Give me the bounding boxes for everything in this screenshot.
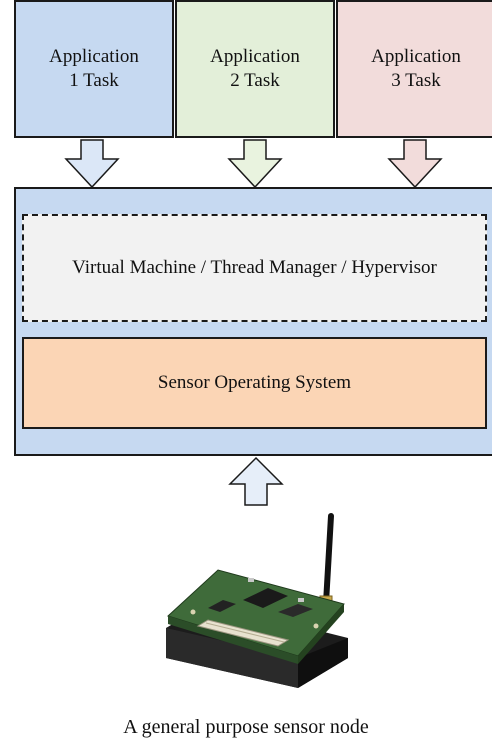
application-2-task-label: 2 Task [230,70,280,91]
application-3-task-box: Application 3 Task [336,0,492,138]
sensor-node-board-icon [166,513,348,688]
down-arrow-icon-app3 [387,139,443,189]
application-2-task-box: Application 2 Task [175,0,335,138]
down-arrow-icon-app2 [227,139,283,189]
sensor-operating-system-label: Sensor Operating System [157,372,352,393]
sensor-node-caption: A general purpose sensor node [123,716,369,738]
application-1-task-label: 1 Task [69,70,119,91]
virtual-machine-label: Virtual Machine / Thread Manager / Hyper… [72,257,437,278]
up-arrow-icon [228,456,284,506]
application-1-label: Application [49,46,139,67]
application-3-task-label: 3 Task [391,70,441,91]
application-2-label: Application [210,46,300,67]
application-3-label: Application [371,46,461,67]
virtual-machine-layer: Virtual Machine / Thread Manager / Hyper… [22,214,487,322]
application-1-task-box: Application 1 Task [14,0,174,138]
down-arrow-icon-app1 [64,139,120,189]
sensor-operating-system-layer: Sensor Operating System [22,337,487,429]
